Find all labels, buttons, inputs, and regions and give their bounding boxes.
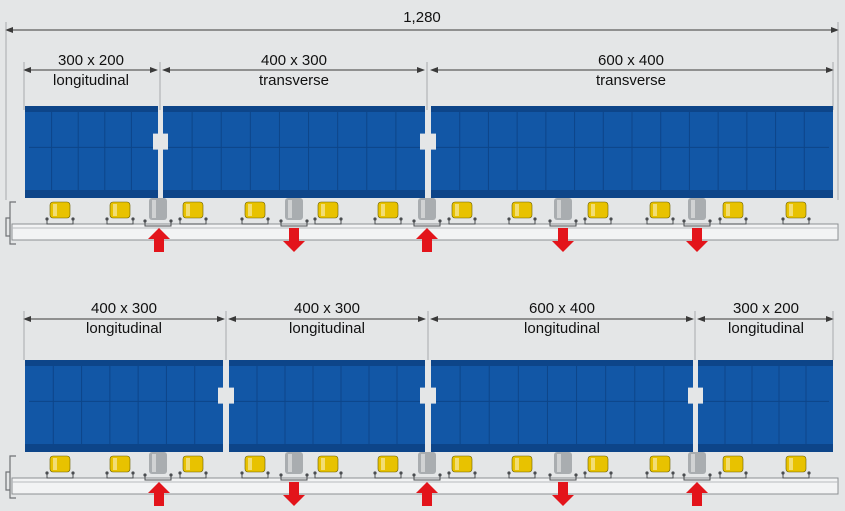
roller-top-16: [781, 201, 811, 225]
bottom-seg3-orientation: longitudinal: [524, 320, 600, 337]
roller-bottom-1: [105, 455, 135, 479]
roller-bottom-4: [240, 455, 270, 479]
roller-top-2: [143, 198, 173, 227]
transfer-arrow-bottom-3: [552, 482, 574, 506]
roller-bottom-13: [645, 455, 675, 479]
bottom-seg1-orientation: longitudinal: [86, 320, 162, 337]
roller-top-15: [718, 201, 748, 225]
roller-bottom-7: [373, 455, 403, 479]
transfer-arrow-top-3: [552, 228, 574, 252]
row-top: 300 x 200 longitudinal 400 x 300 transve…: [5, 52, 839, 252]
roller-top-11: [548, 198, 578, 227]
roller-bottom-0: [45, 455, 75, 479]
top-seg2-orientation: transverse: [259, 72, 329, 89]
roller-bottom-2: [143, 452, 173, 481]
roller-bottom-16: [781, 455, 811, 479]
roller-top-7: [373, 201, 403, 225]
transfer-arrow-top-1: [283, 228, 305, 252]
bottom-seg2-size: 400 x 300: [294, 300, 360, 317]
container-400x300-b: [228, 360, 426, 452]
container-400x300-a: [25, 360, 224, 452]
transfer-arrow-top-2: [416, 228, 438, 252]
top-seg1-size: 300 x 200: [58, 52, 124, 69]
bottom-seg4-orientation: longitudinal: [728, 320, 804, 337]
roller-top-13: [645, 201, 675, 225]
top-seg2-size: 400 x 300: [261, 52, 327, 69]
row-bottom-arrows: [148, 482, 708, 506]
container-300x200-long: [697, 360, 833, 452]
roller-bottom-15: [718, 455, 748, 479]
roller-top-10: [507, 201, 537, 225]
roller-top-9: [447, 201, 477, 225]
bottom-seg4-size: 300 x 200: [733, 300, 799, 317]
top-seg3-size: 600 x 400: [598, 52, 664, 69]
roller-bottom-10: [507, 455, 537, 479]
roller-bottom-6: [313, 455, 343, 479]
container-600x400-long: [430, 360, 694, 452]
container-600x400: [430, 106, 833, 198]
transfer-arrow-bottom-2: [416, 482, 438, 506]
transfer-arrow-bottom-1: [283, 482, 305, 506]
container-400x300: [162, 106, 426, 198]
top-seg1-orientation: longitudinal: [53, 72, 129, 89]
row-bottom-containers: [25, 360, 833, 452]
roller-top-0: [45, 201, 75, 225]
transfer-arrow-bottom-0: [148, 482, 170, 506]
roller-top-4: [240, 201, 270, 225]
row-bottom-dimensions: 400 x 300 longitudinal 400 x 300 longitu…: [23, 300, 834, 360]
roller-top-8: [412, 198, 442, 227]
roller-top-5: [279, 198, 309, 227]
roller-bottom-5: [279, 452, 309, 481]
roller-bottom-8: [412, 452, 442, 481]
row-top-dimensions: 300 x 200 longitudinal 400 x 300 transve…: [23, 52, 834, 110]
row-bottom-rollers: [45, 452, 811, 481]
transfer-arrow-bottom-4: [686, 482, 708, 506]
transfer-arrow-top-0: [148, 228, 170, 252]
row-top-arrows: [148, 228, 708, 252]
overall-width-label: 1,280: [403, 9, 441, 26]
row-bottom: 400 x 300 longitudinal 400 x 300 longitu…: [5, 300, 839, 506]
row-top-rollers: [45, 198, 811, 227]
roller-bottom-12: [583, 455, 613, 479]
roller-top-1: [105, 201, 135, 225]
transfer-arrow-top-4: [686, 228, 708, 252]
top-seg3-orientation: transverse: [596, 72, 666, 89]
roller-bottom-11: [548, 452, 578, 481]
bottom-seg1-size: 400 x 300: [91, 300, 157, 317]
row-top-containers: [25, 106, 833, 198]
roller-bottom-3: [178, 455, 208, 479]
roller-bottom-9: [447, 455, 477, 479]
roller-top-12: [583, 201, 613, 225]
roller-bottom-14: [682, 452, 712, 481]
roller-top-14: [682, 198, 712, 227]
overall-dimension: 1,280: [5, 9, 839, 200]
bottom-seg3-size: 600 x 400: [529, 300, 595, 317]
roller-top-3: [178, 201, 208, 225]
container-300x200: [25, 106, 159, 198]
bottom-seg2-orientation: longitudinal: [289, 320, 365, 337]
roller-top-6: [313, 201, 343, 225]
